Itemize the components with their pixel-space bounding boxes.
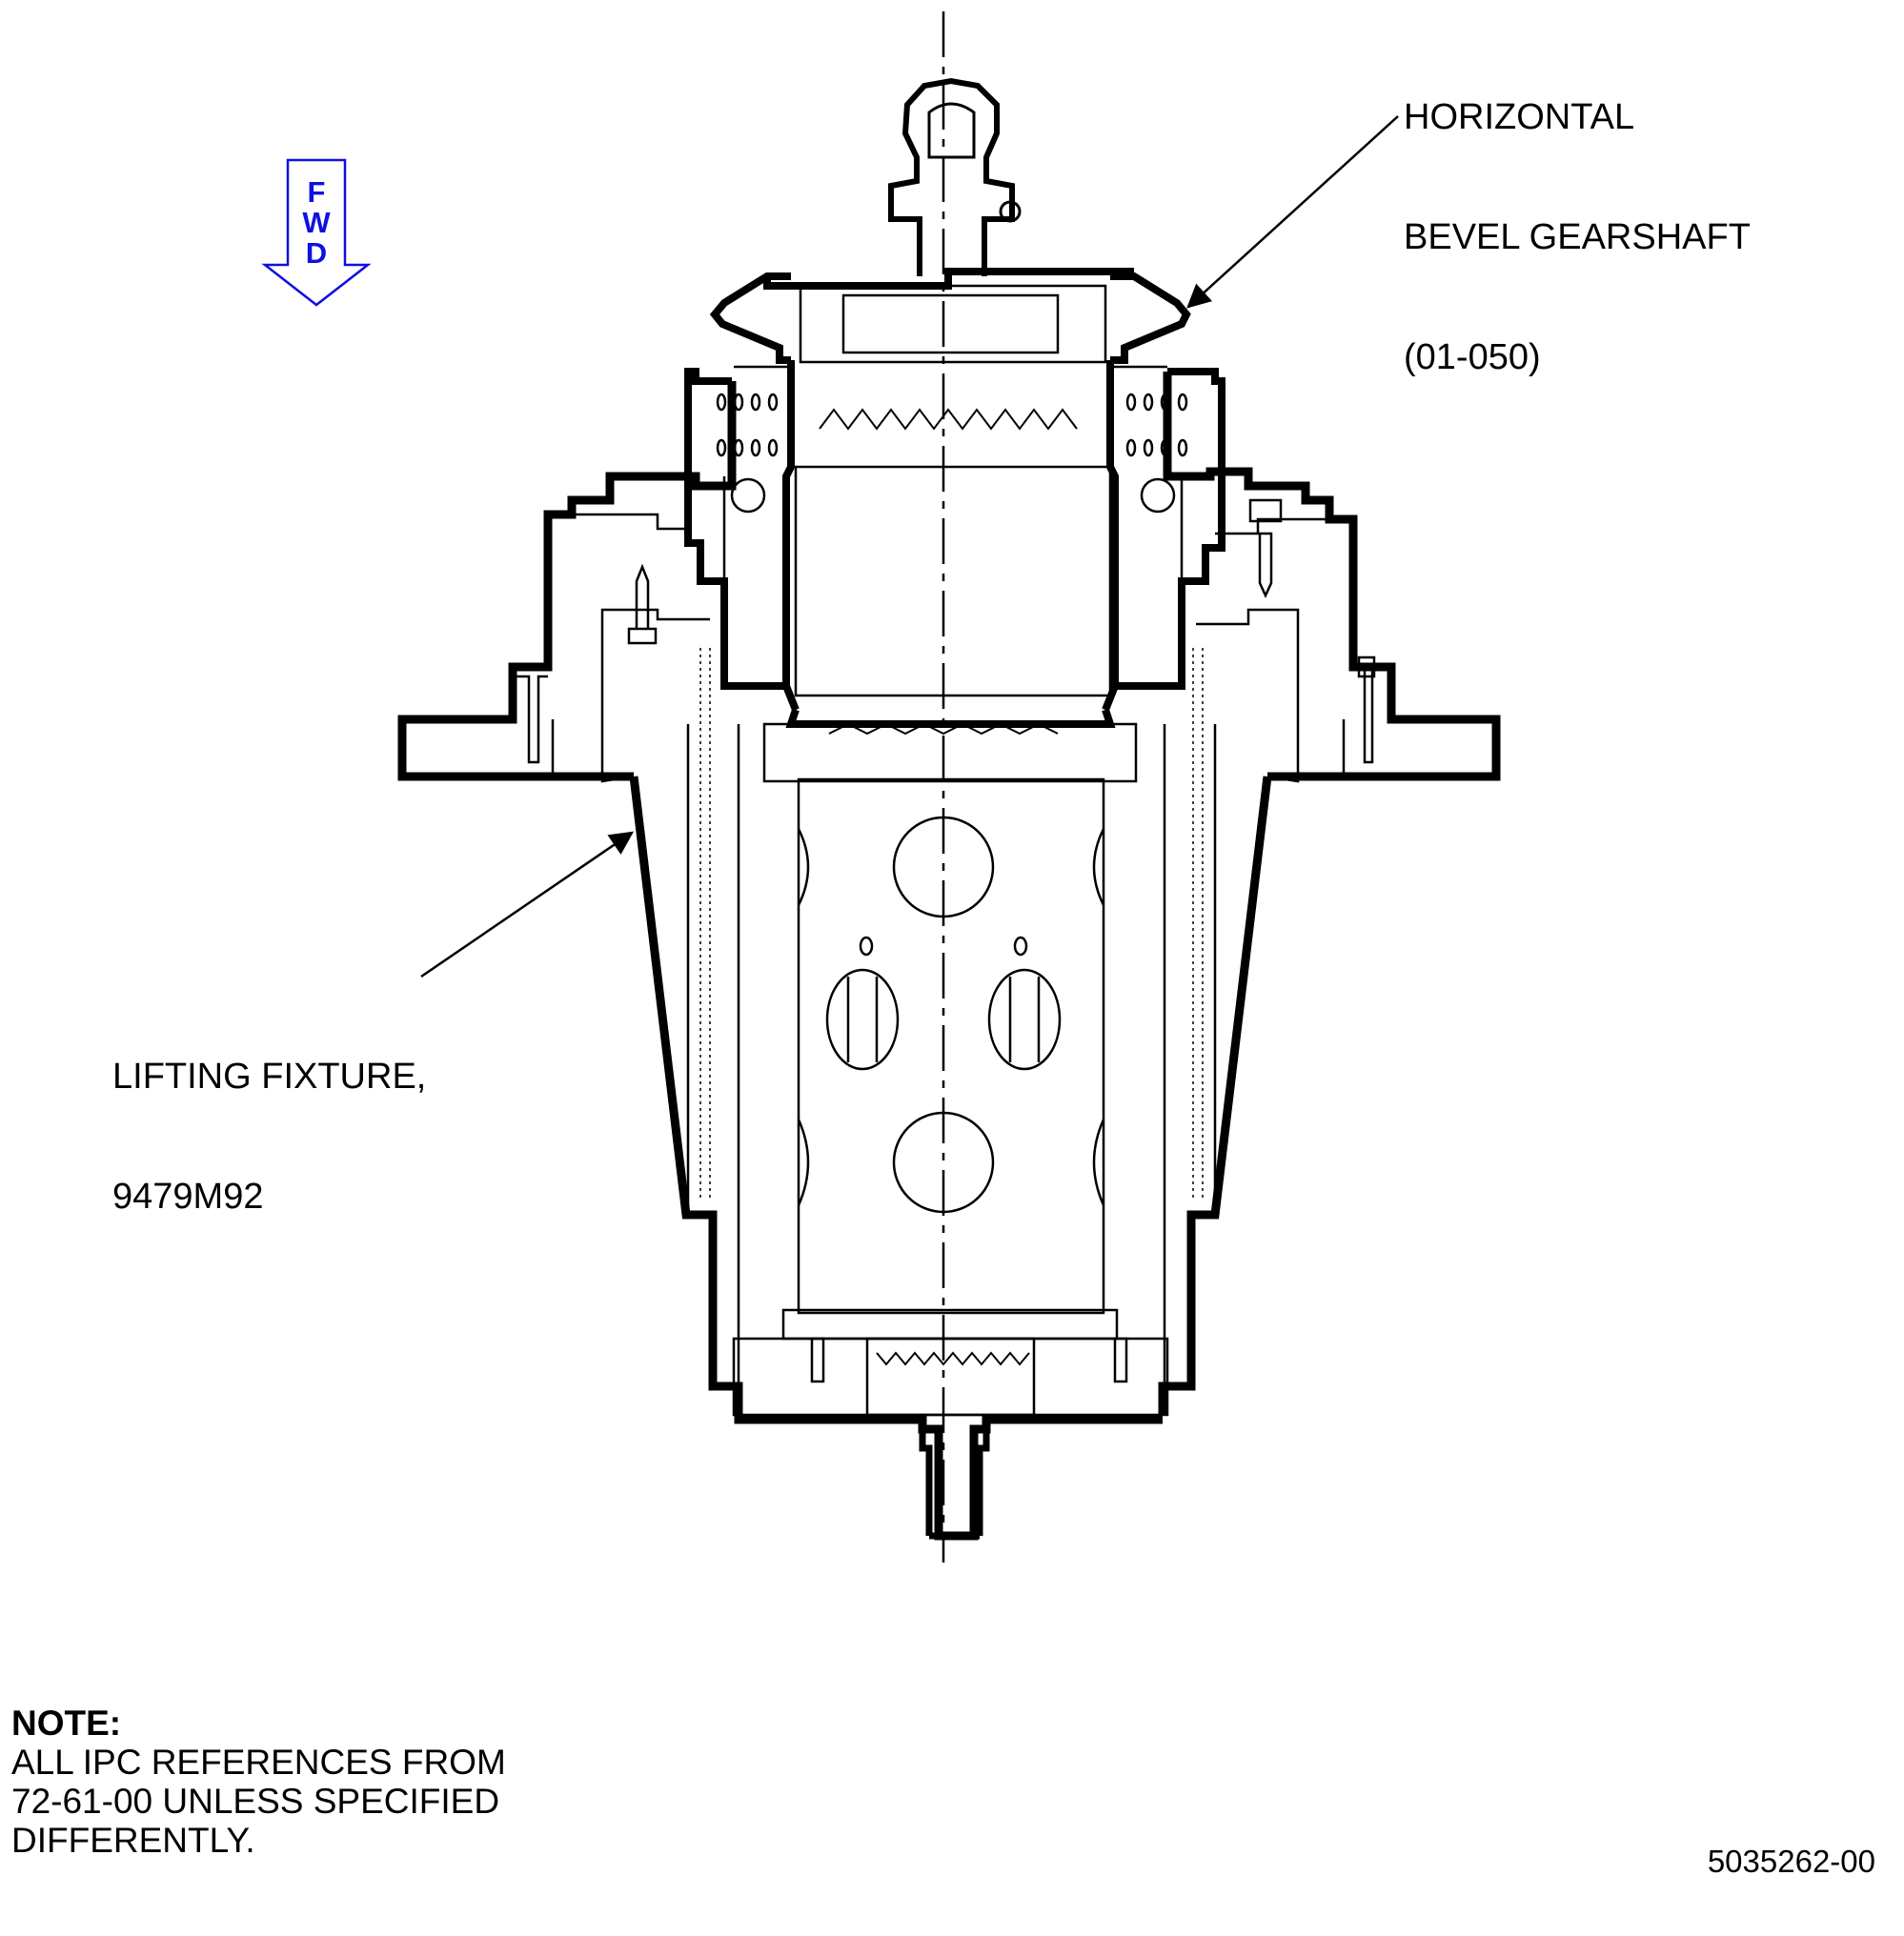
lifting-fixture-outline	[397, 372, 1501, 1541]
callout-line: HORIZONTAL	[1404, 97, 1635, 137]
fasteners	[511, 498, 1391, 1383]
internal-details	[551, 284, 1346, 1417]
lifting-fixture-callout: LIFTING FIXTURE, 9479M92	[112, 977, 426, 1257]
note-line: DIFFERENTLY.	[11, 1821, 255, 1860]
note-block: NOTE: ALL IPC REFERENCES FROM 72-61-00 U…	[11, 1704, 506, 1860]
callout-line: 9479M92	[112, 1177, 264, 1217]
note-title: NOTE:	[11, 1704, 122, 1743]
drawing-number: 5035262-00	[1707, 1844, 1875, 1879]
note-line: ALL IPC REFERENCES FROM	[11, 1743, 506, 1782]
gearshaft-housing-outline	[684, 268, 1225, 728]
fixture-leader-arrow	[420, 831, 635, 978]
bottom-spline	[919, 1429, 990, 1540]
gearshaft-callout: HORIZONTAL BEVEL GEARSHAFT (01-050)	[1404, 17, 1751, 417]
lifting-eye	[888, 77, 1022, 276]
threaded-bands	[699, 648, 1204, 1200]
gearshaft-leader-arrow	[1186, 115, 1399, 309]
fwd-letter: D	[306, 236, 327, 270]
callout-line: (01-050)	[1404, 337, 1541, 377]
cylinder-holes	[797, 816, 1105, 1214]
fwd-letter: W	[302, 206, 331, 239]
bearings	[716, 393, 1188, 514]
callout-line: LIFTING FIXTURE,	[112, 1057, 427, 1097]
note-line: 72-61-00 UNLESS SPECIFIED	[11, 1782, 500, 1821]
fwd-letter: F	[308, 175, 326, 209]
fwd-arrow-icon: F W D	[261, 158, 372, 307]
gear-teeth	[819, 408, 1078, 1366]
callout-line: BEVEL GEARSHAFT	[1404, 217, 1751, 257]
